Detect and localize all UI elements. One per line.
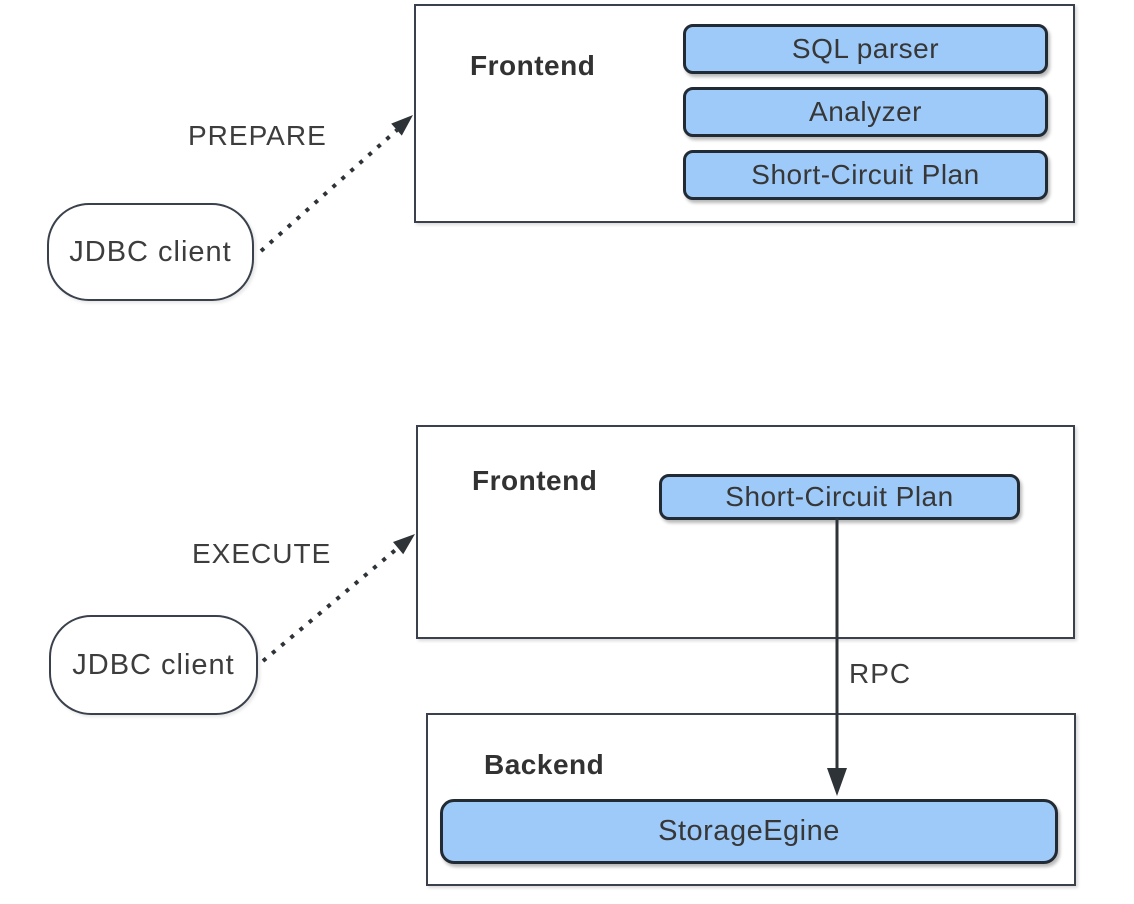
jdbc-client-node-prepare: JDBC client	[47, 203, 254, 301]
short-circuit-plan-node-execute: Short-Circuit Plan	[659, 474, 1020, 520]
jdbc-client-node-execute: JDBC client	[49, 615, 258, 715]
frontend-container-execute: Frontend Short-Circuit Plan	[416, 425, 1075, 639]
backend-container: Backend StorageEgine	[426, 713, 1076, 886]
backend-label: Backend	[484, 749, 605, 780]
storage-engine-node: StorageEgine	[440, 799, 1058, 864]
execute-edge-label: EXECUTE	[192, 538, 332, 569]
short-circuit-plan-node-prepare: Short-Circuit Plan	[683, 150, 1048, 200]
frontend-label: Frontend	[470, 50, 596, 81]
prepare-edge-label: PREPARE	[188, 120, 327, 151]
sql-parser-node: SQL parser	[683, 24, 1048, 74]
analyzer-node: Analyzer	[683, 87, 1048, 137]
frontend-container-prepare: Frontend SQL parser Analyzer Short-Circu…	[414, 4, 1075, 223]
rpc-edge-label: RPC	[849, 658, 912, 689]
frontend-label-execute: Frontend	[472, 465, 598, 496]
